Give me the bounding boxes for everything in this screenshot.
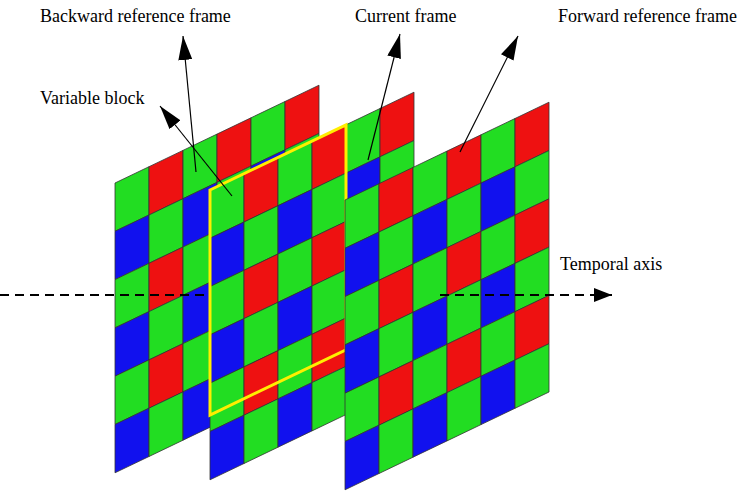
temporal-axis [0, 294, 210, 296]
leader-arrow [160, 106, 232, 196]
bayer-cell [210, 415, 244, 480]
temporal-axis [440, 294, 612, 296]
axis-label: Temporal axis [560, 254, 662, 275]
frame-label: Current frame [355, 6, 456, 27]
bayer-cell [312, 366, 346, 431]
bayer-cell [515, 344, 549, 409]
bayer-cell [244, 399, 278, 464]
bayer-cell [481, 360, 515, 425]
frame-label: Backward reference frame [40, 6, 231, 27]
frame-label: Forward reference frame [558, 6, 737, 27]
bayer-cell [447, 376, 481, 441]
bayer-cell [149, 392, 183, 457]
leader-arrow [460, 36, 518, 152]
bayer-cell [345, 425, 379, 490]
variable-block-outline [210, 125, 346, 415]
leader-arrow [368, 34, 400, 160]
bayer-cell [379, 409, 413, 474]
leader-arrow [183, 36, 196, 172]
bayer-cell [278, 383, 312, 448]
bayer-cell [413, 393, 447, 458]
block-label: Variable block [40, 88, 144, 109]
bayer-cell [115, 408, 149, 473]
